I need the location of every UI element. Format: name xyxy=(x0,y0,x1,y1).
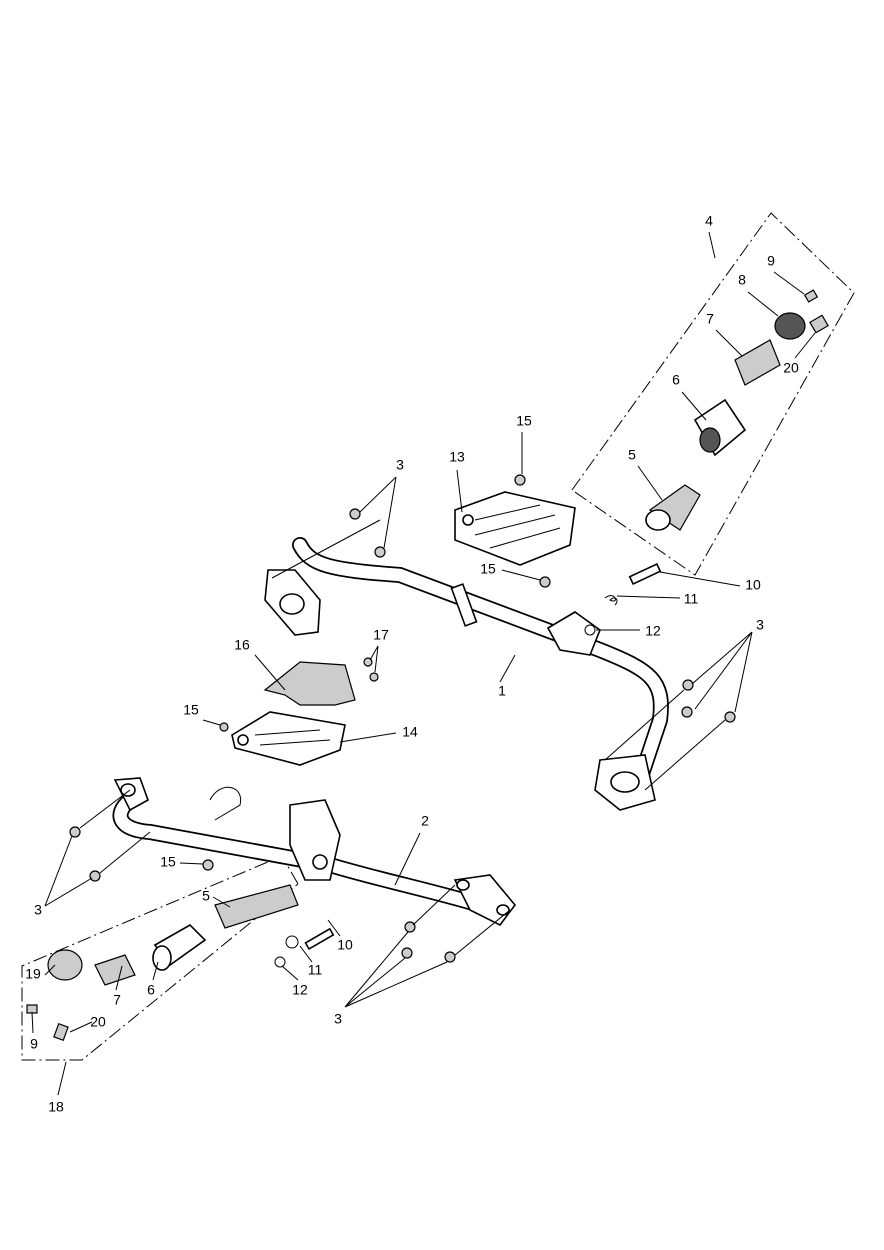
subassembly-4-boundary xyxy=(571,212,855,576)
callout-3: 3 xyxy=(34,902,42,918)
footrest-plate-13 xyxy=(454,491,576,566)
callout-6: 6 xyxy=(147,982,155,998)
callout-3: 3 xyxy=(396,457,404,473)
callout-20: 20 xyxy=(783,360,799,376)
callout-20: 20 xyxy=(90,1014,106,1030)
callout-12: 12 xyxy=(645,623,661,639)
callout-1: 1 xyxy=(498,683,506,699)
footrest-plate-14 xyxy=(231,711,346,766)
callout-11: 11 xyxy=(684,591,699,607)
callout-15: 15 xyxy=(160,854,176,870)
heel-guard-16 xyxy=(263,661,356,706)
footrest-bar-1 xyxy=(264,537,669,811)
callout-15: 15 xyxy=(516,413,532,429)
callout-4: 4 xyxy=(705,213,713,229)
subassembly-18-parts xyxy=(26,884,335,1042)
callout-19: 19 xyxy=(25,966,41,982)
subassembly-4-parts xyxy=(584,289,829,636)
callout-18: 18 xyxy=(48,1099,64,1115)
callout-17: 17 xyxy=(373,627,389,643)
callout-6: 6 xyxy=(672,372,680,388)
callout-9: 9 xyxy=(767,253,775,269)
callout-2: 2 xyxy=(421,813,429,829)
callout-10: 10 xyxy=(745,577,761,593)
leader-lines xyxy=(31,231,816,1096)
callout-9: 9 xyxy=(30,1036,38,1052)
callout-11: 11 xyxy=(308,962,323,978)
callout-15: 15 xyxy=(183,702,199,718)
footrest-bar-2 xyxy=(112,777,517,927)
callout-12: 12 xyxy=(292,982,308,998)
callout-3: 3 xyxy=(334,1011,342,1027)
callout-labels: 1 2 3 3 3 3 4 5 5 6 6 7 7 8 9 9 10 10 11… xyxy=(25,213,799,1115)
callout-14: 14 xyxy=(402,724,418,740)
callout-13: 13 xyxy=(449,449,465,465)
callout-10: 10 xyxy=(337,937,353,953)
callout-5: 5 xyxy=(202,888,210,904)
callout-5: 5 xyxy=(628,447,636,463)
callout-7: 7 xyxy=(113,992,121,1008)
callout-7: 7 xyxy=(706,311,714,327)
callout-8: 8 xyxy=(738,272,746,288)
callout-3: 3 xyxy=(756,617,764,633)
bolts xyxy=(69,474,736,963)
callout-15: 15 xyxy=(480,561,496,577)
callout-16: 16 xyxy=(234,637,250,653)
